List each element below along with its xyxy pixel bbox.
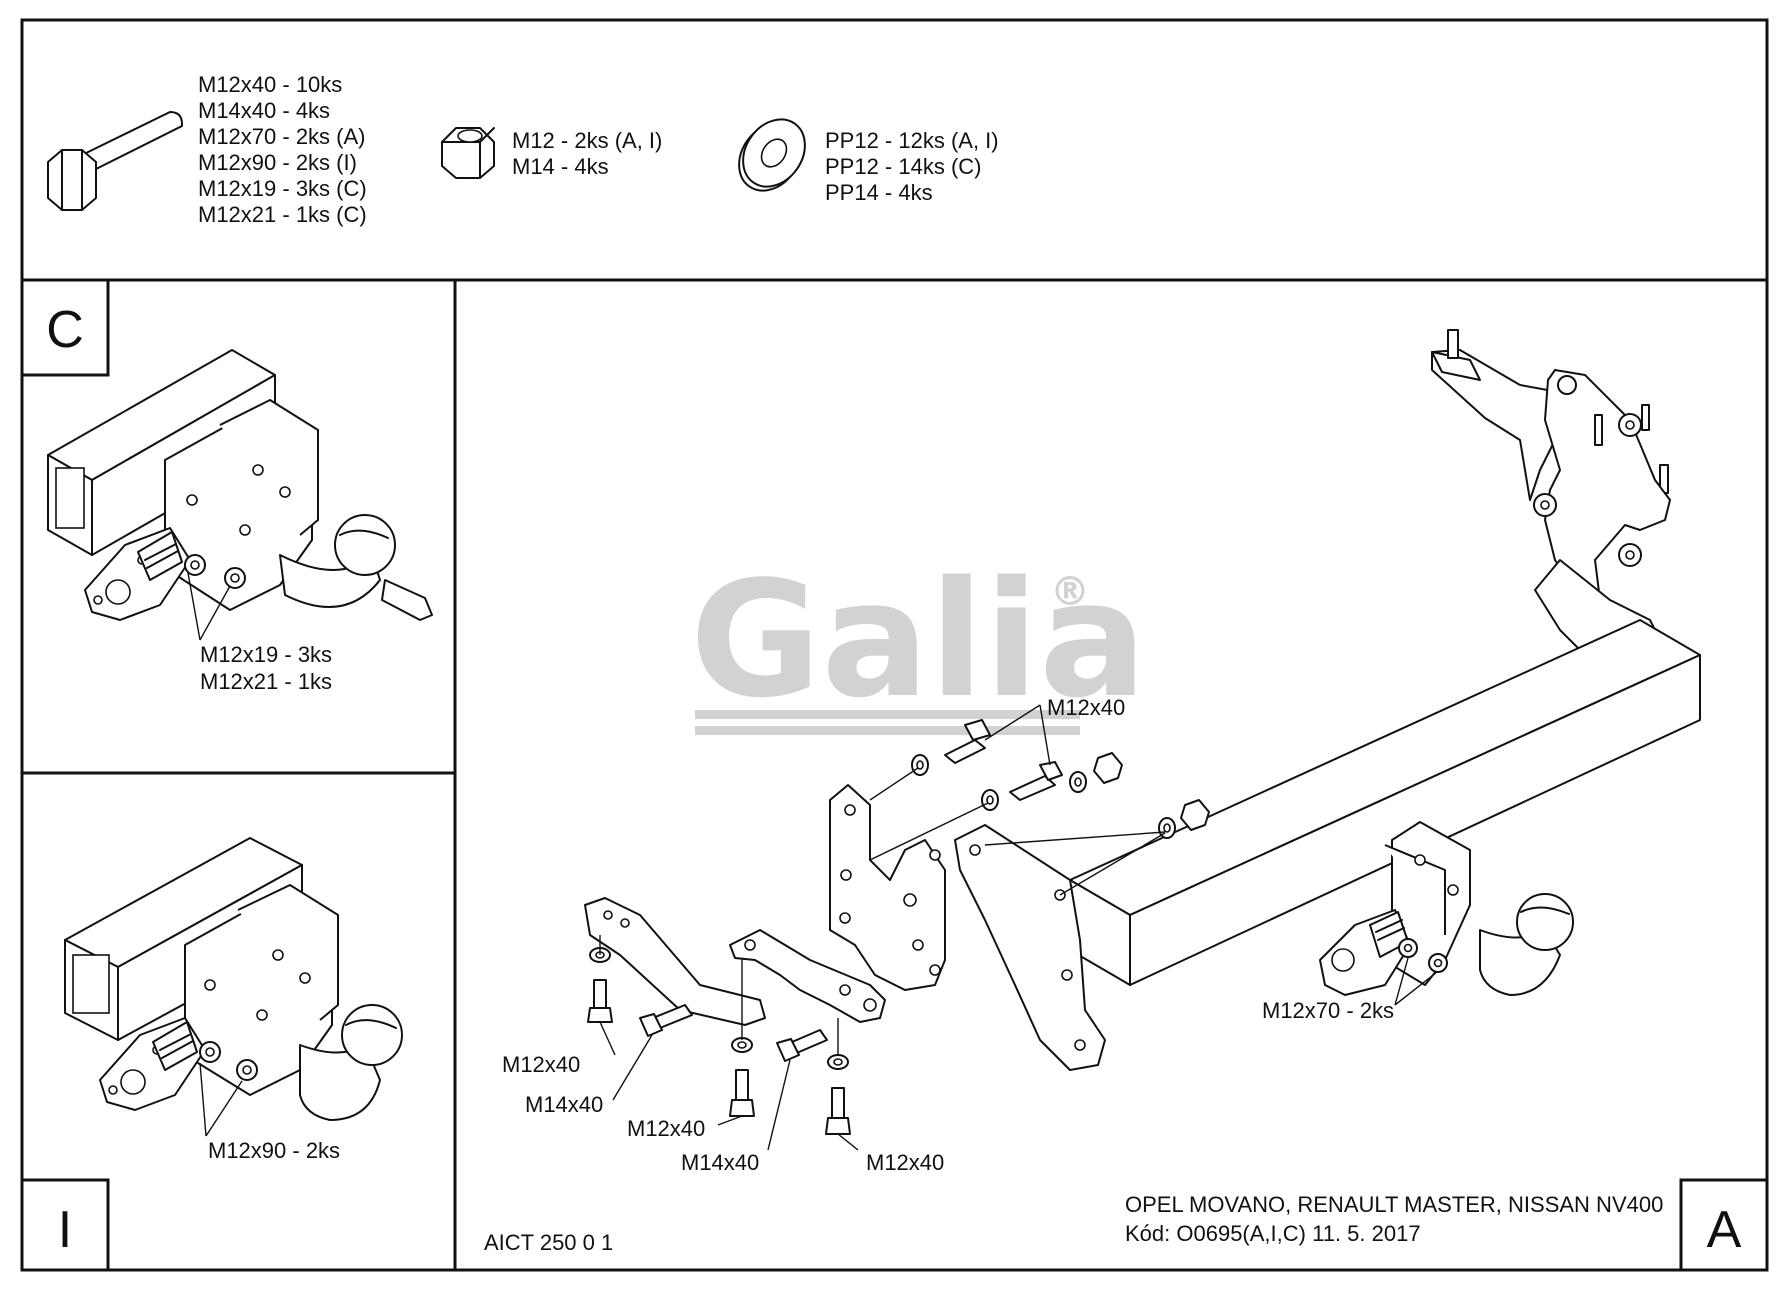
panel-c-leader [199, 585, 231, 641]
panel-a-assembly [829, 329, 1701, 1071]
galia-logo: Galia ® [690, 546, 1147, 735]
callout-leader [767, 1059, 791, 1151]
callout-leader [612, 1034, 653, 1101]
washer-list: PP12 - 12ks (A, I) PP12 - 14ks (C) PP14 … [825, 128, 999, 205]
nut-list: M12 - 2ks (A, I) M14 - 4ks [512, 128, 662, 179]
panel-c-callout: M12x21 - 1ks [200, 669, 332, 694]
legend-washer-item: PP12 - 14ks (C) [825, 154, 982, 179]
panel-i-drawing [64, 837, 403, 1121]
legend-bolt-item: M12x90 - 2ks (I) [198, 150, 357, 175]
washer-icon [738, 118, 806, 192]
callout-left-bolt-3: M12x40 [627, 1116, 705, 1141]
legend-bolt-item: M14x40 - 4ks [198, 98, 330, 123]
panel-c-letter-box [20, 278, 110, 377]
legend-bolt-item: M12x70 - 2ks (A) [198, 124, 366, 149]
callout-left-bolt-1: M12x40 [502, 1052, 580, 1077]
callout-leader [1039, 704, 1051, 766]
logo-wordmark: Galia [690, 546, 1147, 733]
bolt-list: M12x40 - 10ks M14x40 - 4ks M12x70 - 2ks … [198, 72, 367, 227]
nut-icon [441, 127, 495, 179]
legend-bolt-item: M12x19 - 3ks (C) [198, 176, 367, 201]
callout-leader [599, 1021, 616, 1056]
logo-registered-mark: ® [1050, 569, 1090, 615]
legend-nut-item: M14 - 4ks [512, 154, 609, 179]
code-line: Kód: O0695(A,I,C) 11. 5. 2017 [1125, 1221, 1421, 1246]
callout-leader [1394, 957, 1409, 1006]
panel-a-fasteners [584, 719, 1210, 1135]
panel-i-letter: I [58, 1201, 72, 1259]
panel-i-leader [199, 1062, 207, 1137]
callout-top-bolt: M12x40 [1047, 695, 1125, 720]
drawing-number: AICT 250 0 1 [484, 1230, 613, 1255]
callout-left-bolt-2: M14x40 [525, 1092, 603, 1117]
panel-i-leader [205, 1080, 243, 1137]
panel-i-callout: M12x90 - 2ks [208, 1138, 340, 1163]
callout-left-bolt-5: M12x40 [866, 1150, 944, 1175]
callout-ball-bolts: M12x70 - 2ks [1262, 998, 1394, 1023]
panel-i-letter-box [20, 1178, 110, 1272]
callout-leader [717, 1115, 743, 1126]
bolt-icon [47, 111, 183, 211]
panel-c-callout: M12x19 - 3ks [200, 642, 332, 667]
vehicle-title: OPEL MOVANO, RENAULT MASTER, NISSAN NV40… [1125, 1192, 1663, 1217]
outer-frame [20, 18, 1769, 1272]
callout-leader [837, 1133, 859, 1151]
panel-c-leader [187, 572, 201, 641]
panel-c-drawing [47, 349, 433, 621]
legend-nut-item: M12 - 2ks (A, I) [512, 128, 662, 153]
panel-c-letter: C [46, 301, 84, 359]
panel-a-letter: A [1707, 1201, 1742, 1259]
callout-leader [1394, 971, 1438, 1006]
legend-washer-item: PP12 - 12ks (A, I) [825, 128, 999, 153]
legend-washer-item: PP14 - 4ks [825, 180, 933, 205]
legend-bolt-item: M12x21 - 1ks (C) [198, 202, 367, 227]
callout-leader [984, 704, 1041, 741]
panel-a-letter-box [1679, 1178, 1769, 1272]
legend-bolt-item: M12x40 - 10ks [198, 72, 342, 97]
callout-left-bolt-4: M14x40 [681, 1150, 759, 1175]
